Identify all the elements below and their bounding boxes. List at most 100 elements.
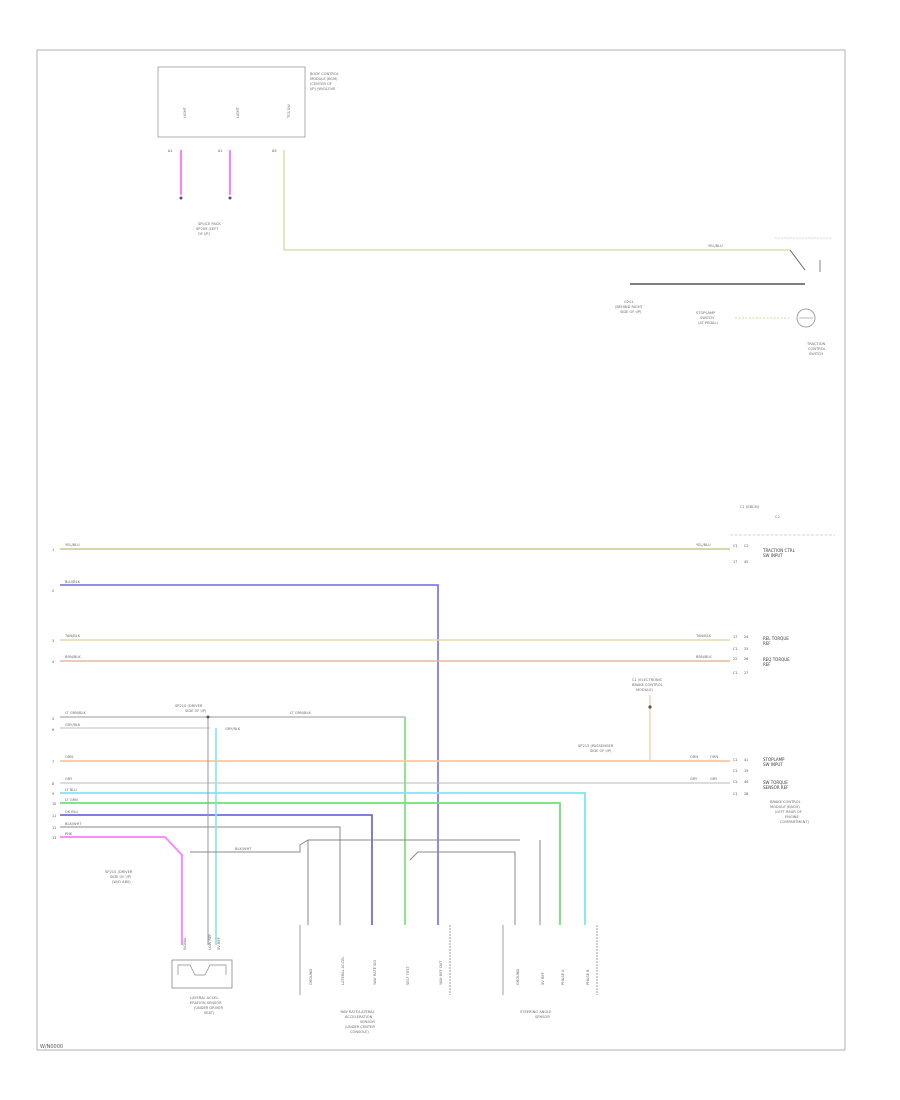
top-module-pin-1: A1: [168, 149, 172, 153]
ebcm-label-4: ENGINE: [785, 815, 799, 819]
svg-text:24: 24: [744, 635, 748, 639]
lateral-sensor-left: LATERAL ACCEL- ERATION SENSOR (UNDER DRI…: [171, 959, 233, 1015]
wire-label-6: ORN: [65, 755, 73, 759]
svg-text:C1: C1: [733, 544, 738, 548]
diagram-frame: [36, 49, 846, 1051]
pin-label: LOW REF: [208, 934, 212, 950]
wire-label-5: LT GRN/BLK: [65, 711, 86, 715]
traction-switch-label-1: TRACTION: [806, 342, 826, 346]
wire-dk-blu: [60, 814, 373, 925]
wire-label-6c: ORN: [710, 755, 718, 759]
splice-left-label-3: OF I/P): [198, 232, 210, 236]
wire-label-splice: BLK/WHT: [235, 847, 252, 851]
yaw-mid-label-1: YAW RATE/LATERAL: [340, 1010, 375, 1014]
pin-label: LATERAL ACCEL: [341, 957, 345, 985]
switch-contact: [789, 249, 806, 271]
yaw-mid-label-3: SENSOR: [360, 1020, 375, 1024]
top-module-label-3: (CENTER OF: [310, 82, 332, 86]
svg-text:11: 11: [52, 814, 56, 818]
ebcm-pin-label-3b: REF: [763, 662, 771, 667]
svg-text:C1: C1: [733, 780, 738, 784]
wire-blu-blk: [60, 584, 439, 925]
wire-label-10: DK BLU: [65, 810, 79, 814]
yaw-left-label-4: SEAT): [204, 1011, 215, 1015]
traction-lamp-icon: [796, 308, 816, 328]
splice-dot: [206, 715, 210, 719]
svg-text:C1: C1: [733, 769, 738, 773]
wire-label-gray: GRY/BLK: [65, 723, 81, 727]
wire-label-4: BRN/BLK: [65, 655, 81, 659]
pin-label: PHASE B: [586, 969, 590, 985]
splice-low-label-1: SP210 (DRIVER: [175, 704, 203, 708]
svg-text:12: 12: [52, 826, 56, 830]
wire-blk-mid: [60, 826, 341, 925]
yaw-left-label-3: (UNDER DRIVER: [194, 1006, 223, 1010]
svg-text:2: 2: [52, 589, 54, 593]
wire-label-9: LT GRN: [65, 798, 78, 802]
splice-mid-label-2: SIDE OF I/P): [590, 749, 612, 753]
splice-left-label-1: SPLICE PACK: [198, 222, 221, 226]
svg-text:C1: C1: [733, 671, 738, 675]
top-module-box: [157, 66, 306, 138]
pin-label: 5V REF: [541, 972, 545, 985]
stoplamp-label-3: (AT PEDAL): [698, 321, 719, 325]
ebcm-pin-label-2b: REF: [763, 641, 771, 646]
svg-text:8: 8: [52, 782, 54, 786]
svg-text:13: 13: [52, 836, 56, 840]
ebcm-pin-label-2: REL TORQUE: [763, 636, 789, 641]
stoplamp-label-2: SWITCH: [700, 316, 714, 320]
ebcm-label-5: COMPARTMENT): [780, 820, 810, 824]
terminal-dot: [228, 196, 232, 200]
svg-text:C2: C2: [744, 544, 749, 548]
wire-label-7c: GRY: [710, 777, 718, 781]
wire-splice-bar: [190, 839, 520, 853]
wire-label-4b: BRN/BLK: [696, 655, 712, 659]
ebcm-pin-label-4b: SW INPUT: [763, 762, 783, 767]
wire-label-1: YEL/BLU: [65, 543, 80, 547]
wire-top-yellow: [283, 150, 790, 251]
top-module-inner-3: TCS SW: [287, 104, 291, 119]
svg-text:4: 4: [52, 660, 54, 664]
traction-switch-label-3: SWITCH: [809, 352, 823, 356]
svg-text:C1: C1: [733, 792, 738, 796]
wire-lt-blu: [60, 792, 586, 925]
wire-pnk-low: [60, 836, 183, 945]
ebcm-pin-label-5b: SENSOR REF: [763, 785, 789, 790]
wire-label-6b: ORN: [690, 755, 698, 759]
stoplamp-label-1: STOPLAMP: [696, 311, 716, 315]
splice-mid-label-1: SP215 (PASSENGER: [578, 744, 614, 748]
wire-label-traction: YEL/BLU: [708, 244, 723, 248]
ebcm-pin-label-3: REQ TORQUE: [763, 657, 790, 662]
steering-label-2: SENSOR: [535, 1015, 550, 1019]
wire-label-7: GRY: [65, 777, 73, 781]
svg-text:10: 10: [52, 802, 56, 806]
wire-label-2: BLU/BLK: [65, 580, 81, 584]
svg-text:17: 17: [733, 635, 737, 639]
splice-left-label-2: SP205 (LEFT: [196, 227, 219, 231]
traction-switch-label-2: CONTROL: [808, 347, 826, 351]
ebcm-label-3: (LEFT REAR OF: [775, 810, 802, 814]
ebcm-pin-label-5: SW TORQUE: [763, 780, 788, 785]
splice-low-label-2: SIDE OF I/P): [185, 709, 207, 713]
splice-dot: [648, 705, 652, 709]
wire-label-1b: YEL/BLU: [696, 543, 711, 547]
wire-label-3: TAN/BLK: [64, 634, 81, 638]
top-module-inner-2: LIGHT: [236, 106, 240, 118]
svg-text:5: 5: [52, 717, 54, 721]
svg-text:7: 7: [52, 760, 54, 764]
top-module-label-1: BODY CONTROL: [310, 72, 339, 76]
yaw-mid-label-2: ACCELERATION: [345, 1015, 373, 1019]
ebcm-pin-label-1b: SW INPUT: [763, 553, 783, 558]
wire-label-7b: GRY: [690, 777, 698, 781]
yaw-left-label-1: LATERAL ACCEL-: [190, 996, 220, 1000]
ground-left-label-3: SIDE OF I/P): [620, 310, 642, 314]
wire-sensor3-a: [409, 851, 516, 925]
wire-label-3b: TAN/BLK: [695, 634, 712, 638]
ebcm-label-1: BRAKE CONTROL: [770, 800, 801, 804]
yaw-sensor-mid: YAW RATE/LATERAL ACCELERATION SENSOR (UN…: [299, 925, 451, 1034]
pin-label: YAW REF OUT: [439, 960, 443, 985]
wire-lt-grn-blk: [60, 716, 406, 925]
connector-label-2: C2: [775, 515, 780, 519]
stoplamp-splice-label-3: MODULE): [636, 688, 654, 692]
